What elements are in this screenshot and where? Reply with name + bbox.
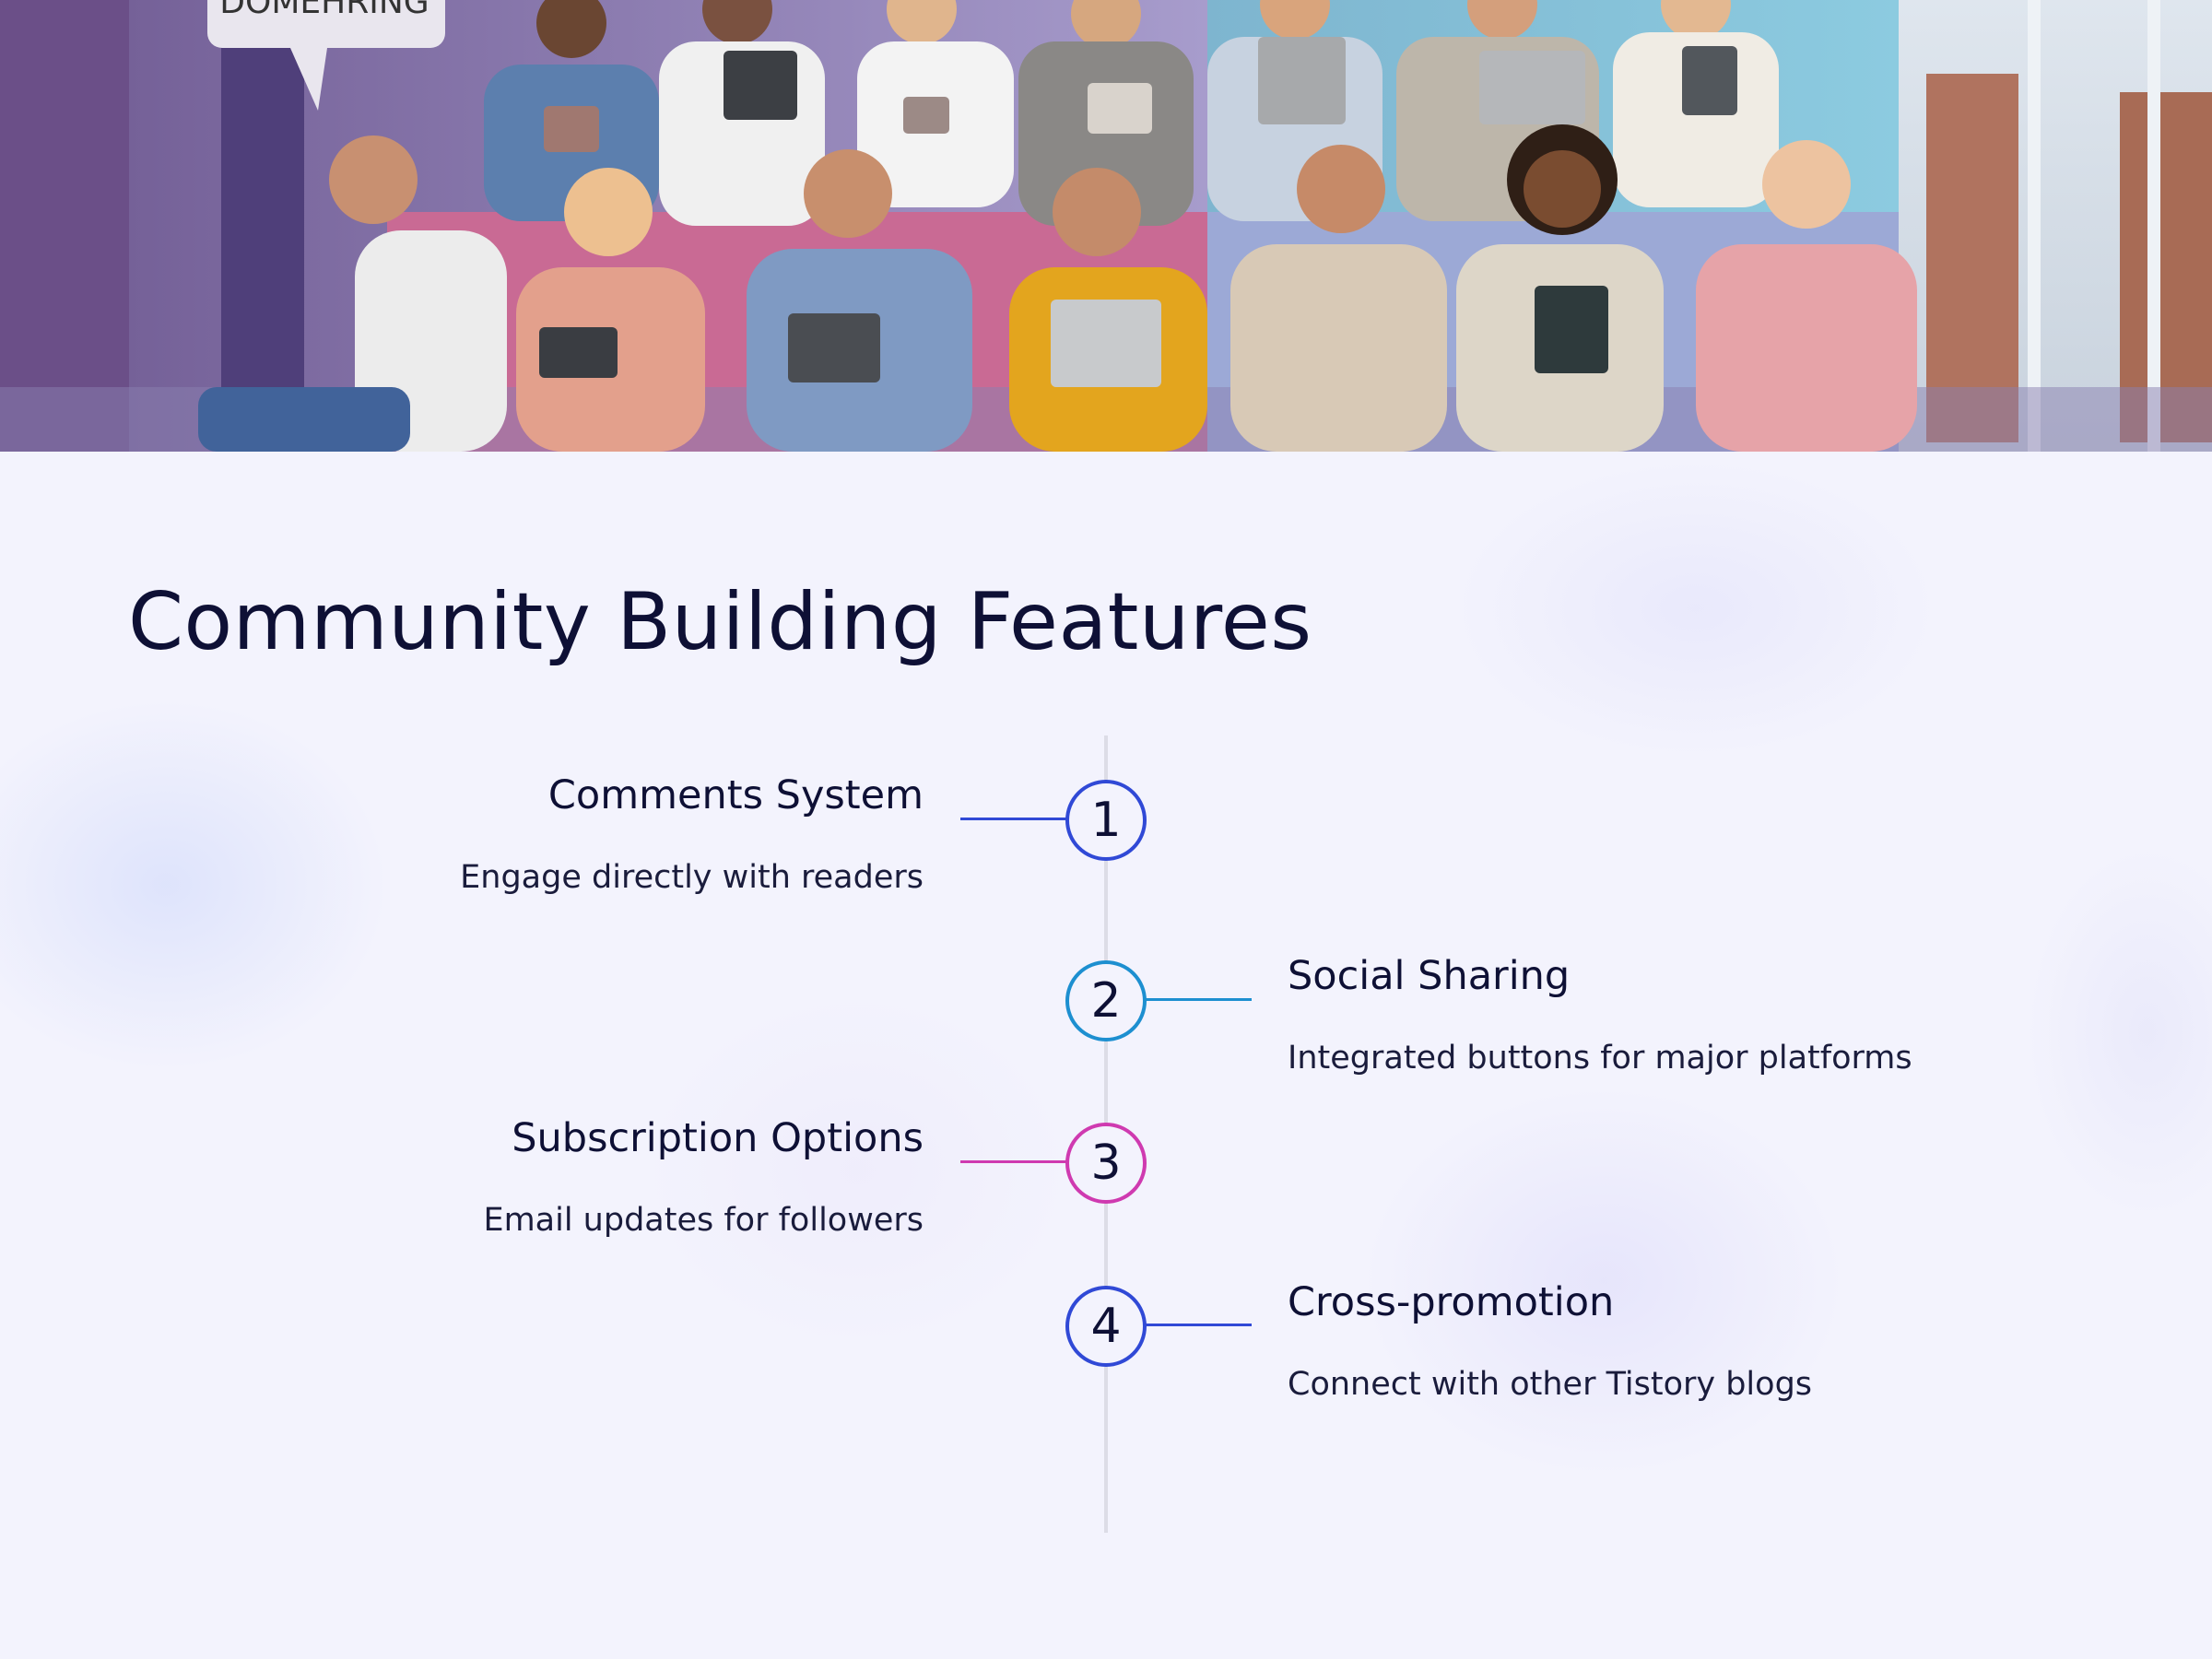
timeline-connector (1145, 998, 1252, 1001)
speech-bubble-text: DOMEHRING (219, 0, 429, 21)
step-number-badge: 4 (1065, 1286, 1147, 1367)
front-row-people (198, 124, 1917, 452)
step-number-badge: 1 (1065, 780, 1147, 861)
hero-banner: DOMEHRING (0, 0, 2212, 452)
background-glow (2028, 848, 2212, 1217)
people-with-tablets-photo: DOMEHRING (0, 0, 2212, 452)
timeline-connector (960, 818, 1067, 820)
timeline-item-description: Email updates for followers (483, 1202, 924, 1239)
background-glow (1456, 461, 1936, 756)
timeline-item-title: Comments System (547, 772, 924, 818)
step-number-badge: 3 (1065, 1123, 1147, 1204)
background-glow (645, 995, 1069, 1346)
timeline-item-title: Social Sharing (1288, 953, 1571, 999)
timeline-item-title: Subscription Options (512, 1115, 924, 1161)
timeline-connector (1145, 1324, 1252, 1326)
timeline-item-description: Connect with other Tistory blogs (1288, 1366, 1813, 1403)
background-glow (0, 700, 387, 1069)
step-number-badge: 2 (1065, 960, 1147, 1041)
page-title: Community Building Features (128, 576, 1312, 668)
timeline-item-description: Integrated buttons for major platforms (1288, 1040, 1912, 1077)
timeline-item-description: Engage directly with readers (460, 859, 924, 896)
timeline-connector (960, 1160, 1067, 1163)
timeline-item-title: Cross-promotion (1288, 1279, 1615, 1325)
